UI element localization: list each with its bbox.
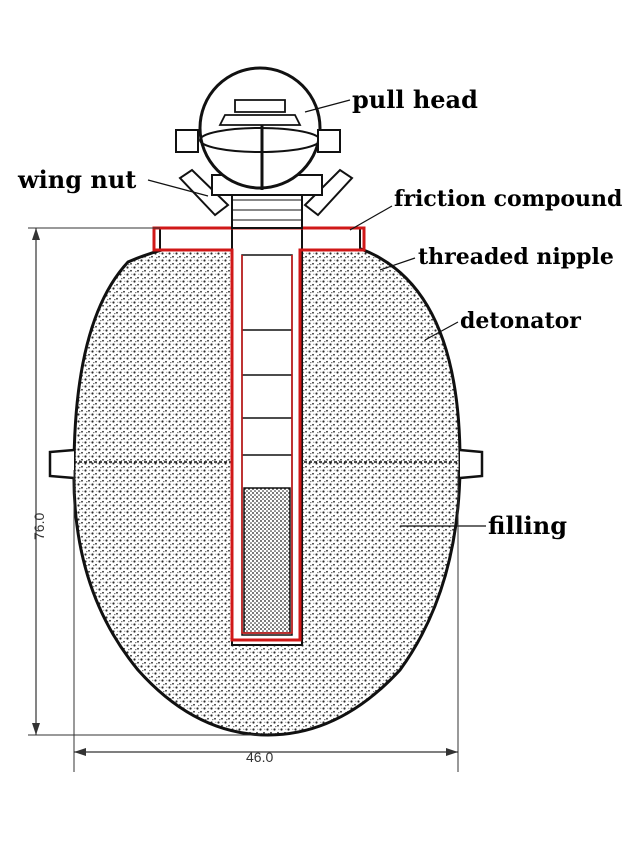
leader-threaded-nipple	[379, 257, 416, 271]
wing-nut-left	[178, 168, 230, 217]
label-detonator: detonator	[460, 308, 581, 334]
label-friction-compound: friction compound	[394, 186, 622, 212]
dim-height-label: 76.0	[31, 513, 47, 540]
dim-arrow-left	[74, 748, 86, 756]
dim-arrow-right	[446, 748, 458, 756]
dim-arrow-bottom	[32, 723, 40, 735]
pull-head-clip-right	[317, 129, 341, 153]
pull-head-clip-left	[175, 129, 199, 153]
right-flange	[459, 448, 484, 480]
friction-compound-outline	[152, 226, 366, 642]
dim-width-label: 46.0	[246, 749, 273, 765]
label-filling: filling	[488, 511, 567, 540]
label-threaded-nipple: threaded nipple	[418, 244, 614, 270]
label-pull-head: pull head	[352, 85, 478, 114]
inner-red-line	[241, 255, 293, 634]
leader-wing-nut	[147, 179, 209, 197]
dim-arrow-top	[32, 228, 40, 240]
leader-friction-compound	[349, 205, 393, 231]
left-flange	[48, 448, 75, 480]
detonator-charge	[243, 487, 291, 634]
pull-head-mechanism	[218, 99, 302, 126]
leader-detonator	[424, 321, 459, 341]
label-wing-nut: wing nut	[17, 165, 136, 194]
leader-pull-head	[304, 99, 351, 113]
wing-nut-right	[303, 168, 354, 217]
